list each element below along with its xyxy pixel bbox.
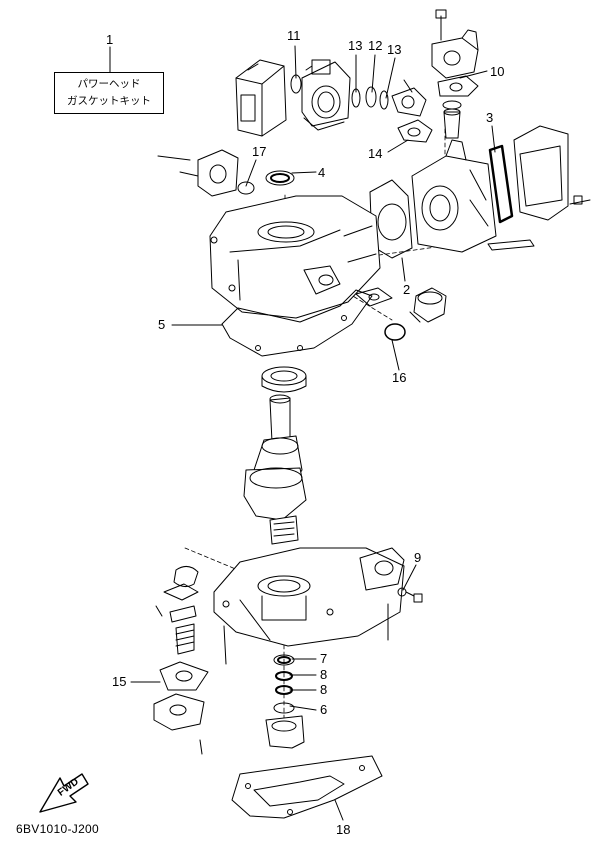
oil-seal-4: [265, 170, 295, 186]
callout-8b: 8: [320, 682, 327, 697]
callout-10: 10: [490, 64, 504, 79]
crankshaft: [243, 394, 307, 545]
small-gasket: [355, 287, 393, 307]
callout-13a: 13: [348, 38, 362, 53]
cylinder-head: [411, 139, 535, 253]
head-cover: [513, 125, 591, 221]
oil-strainer-cover: [153, 693, 205, 755]
oil-filler-cap: [409, 287, 447, 323]
oil-seal-housing: [265, 715, 305, 749]
gasket-12: [365, 86, 377, 108]
leader-lines: [109, 45, 496, 821]
callout-9: 9: [414, 550, 421, 565]
carburetor: [301, 59, 351, 131]
gasket-15: [159, 661, 209, 691]
callout-1: 1: [106, 32, 113, 47]
callout-14: 14: [368, 146, 382, 161]
callout-16: 16: [392, 370, 406, 385]
o-ring-6: [273, 702, 295, 714]
callout-15: 15: [112, 674, 126, 689]
oil-pump: [157, 149, 239, 197]
cylinder-block: [209, 195, 381, 319]
drawing-code: 6BV1010-J200: [16, 822, 99, 836]
relief-valve-parts: [155, 566, 199, 655]
bolt-9: [397, 587, 423, 603]
callout-6: 6: [320, 702, 327, 717]
gasket-18: [231, 755, 383, 819]
callout-3: 3: [486, 110, 493, 125]
intake-manifold: [391, 79, 427, 117]
callout-5: 5: [158, 317, 165, 332]
gasket-13b: [379, 90, 389, 110]
fwd-arrow: [39, 773, 89, 813]
crankcase-gasket-5: [221, 289, 373, 357]
gasket-13a: [351, 88, 361, 108]
crankcase-lower: [213, 547, 405, 647]
callout-12: 12: [368, 38, 382, 53]
o-ring-17: [237, 181, 255, 195]
callout-17: 17: [252, 144, 266, 159]
thermostat: [442, 100, 462, 139]
gasket-3: [488, 144, 514, 224]
gasket-14: [397, 119, 433, 143]
bearing: [261, 366, 307, 393]
gasket-10: [437, 75, 479, 97]
callout-18: 18: [336, 822, 350, 837]
callout-numbers: 1 11 13 12 13 10 3 17 4 14 2 5 16 9 7 8 …: [106, 28, 504, 837]
callout-2: 2: [403, 282, 410, 297]
long-bolt-left: [223, 625, 227, 665]
kit-label-line2: ガスケットキット: [67, 95, 151, 107]
o-ring-16: [384, 323, 406, 341]
oil-seal-7: [273, 654, 295, 666]
callout-8a: 8: [320, 667, 327, 682]
callout-7: 7: [320, 651, 327, 666]
o-ring-11: [290, 74, 302, 94]
callout-11: 11: [287, 28, 301, 43]
thermostat-cover: [431, 9, 479, 79]
callout-13b: 13: [387, 42, 401, 57]
seal-8a: [275, 671, 293, 681]
ignition-coil: [235, 59, 287, 137]
seal-8b: [275, 685, 293, 695]
kit-label-line1: パワーヘッド: [77, 78, 141, 90]
callout-4: 4: [318, 165, 325, 180]
gasket-kit-label: パワーヘッド ガスケットキット: [54, 72, 164, 114]
